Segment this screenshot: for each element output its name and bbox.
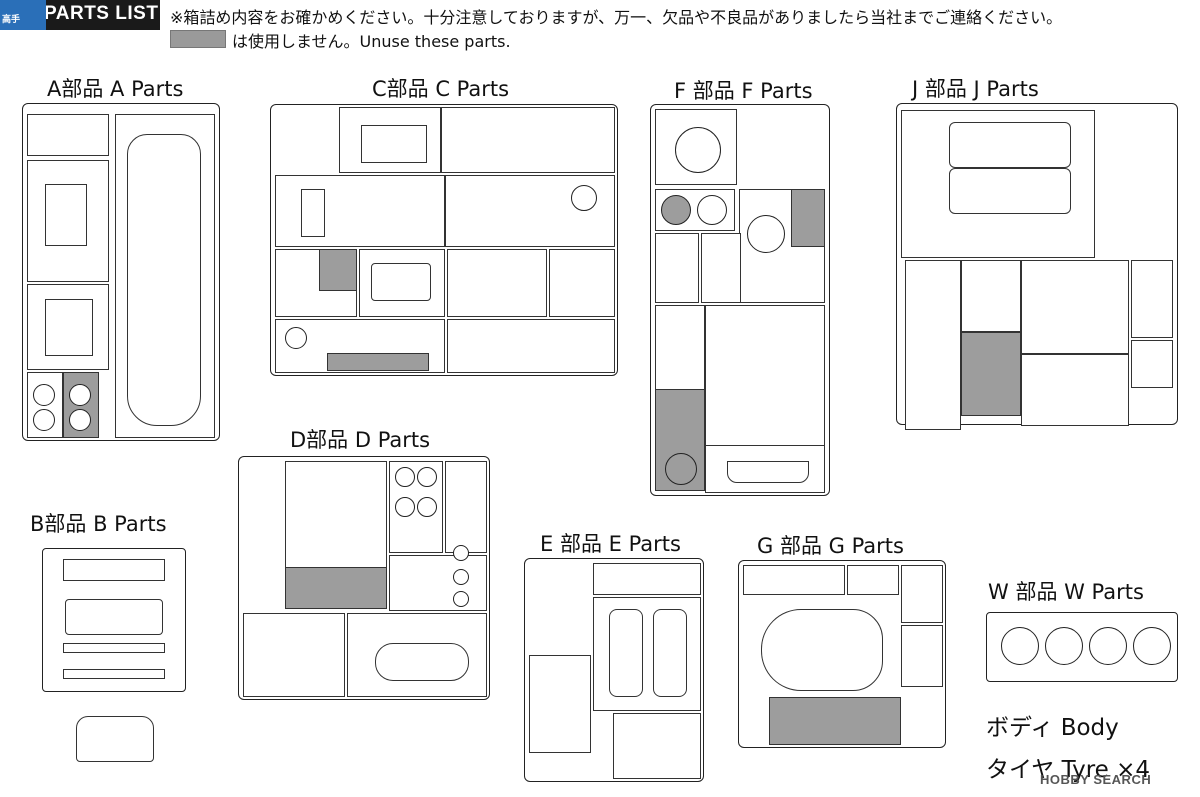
unuse-note: は使用しません。Unuse these parts. [232,32,511,51]
c-part-23 [285,327,307,349]
d-ring-2b [453,545,469,561]
c-part-5 [301,189,325,237]
c-cell-14-unused [319,249,357,291]
f-part-1 [675,127,721,173]
sprue-a [22,103,220,441]
j-cell-43 [1131,340,1173,388]
parts-list-title: PARTS LIST [44,3,159,24]
sprue-b [42,548,186,692]
b-part-1 [65,599,163,635]
section-title-g: G 部品 G Parts [757,534,904,558]
d-ring-4b [453,591,469,607]
c-cell-28-unused [327,353,429,371]
section-title-w: W 部品 W Parts [988,580,1144,604]
f-cell-4 [655,233,699,303]
g-cell-5-14-unused [769,697,901,745]
b-part-5 [63,669,165,679]
f-part-unused-round [665,453,697,485]
d-part-12 [375,643,469,681]
c-part-1 [361,125,427,163]
f-cell-unused-1 [791,189,825,247]
sprue-f [650,104,830,496]
a-ring-4b [33,409,55,431]
sprue-j [896,103,1178,430]
sprue-c [270,104,618,376]
section-title-e: E 部品 E Parts [540,532,681,556]
j-part-2 [949,168,1071,214]
d-ring-2 [417,467,437,487]
w-tyre-2 [1045,627,1083,665]
w-tyre-1 [1001,627,1039,665]
sprue-e [524,558,704,782]
sprue-w [986,612,1178,682]
c-cell-20-21 [549,249,615,317]
f-cell-12-20 [705,305,825,447]
j-cell-42 [1131,260,1173,338]
a-chassis-part [127,134,201,426]
a-cell-6-7 [27,114,109,156]
section-title-b: B部品 B Parts [30,512,167,536]
d-ring-4 [417,497,437,517]
a-ring-5a [69,384,91,406]
d-cell-1 [445,461,487,553]
notice-text: ※箱詰め内容をお確かめください。十分注意しておりますが、万一、欠品や不良品があり… [170,8,1063,27]
b-part-3 [76,716,154,762]
section-title-d: D部品 D Parts [290,428,431,452]
f-part-2-unused [661,195,691,225]
w-tyre-4 [1133,627,1171,665]
f-steering-wheel [747,215,785,253]
f-part-3 [697,195,727,225]
section-title-j: J 部品 J Parts [912,77,1039,101]
d-ring-3 [395,497,415,517]
c-cell-19 [447,249,547,317]
tyre-label: タイヤ Tyre ×4 [986,757,1151,783]
g-cell-3 [743,565,845,595]
a-ring-4a [33,384,55,406]
a-part-3 [45,299,93,356]
j-cell-36-38 [1021,354,1129,426]
g-cell-19-20 [901,565,943,623]
b-part-2 [63,559,165,581]
e-seat-right [653,609,687,697]
unused-swatch [170,30,226,48]
watermark: HOBBY SEARCH [1040,772,1152,787]
j-cell-24-28-unused [961,332,1021,416]
g-part-1-2 [761,609,883,691]
body-label: ボディ Body [986,715,1119,741]
g-cell-4 [847,565,899,595]
section-title-a: A部品 A Parts [47,77,184,101]
e-seat-left [609,609,643,697]
c-cell-2-4 [441,107,615,173]
site-logo: 高手 [0,0,46,30]
j-cell-21-26 [961,260,1021,332]
e-cell-9 [529,655,591,753]
a-ring-5b [69,409,91,431]
sprue-g [738,560,946,748]
section-title-f: F 部品 F Parts [674,79,813,103]
d-cell-31-33-unused [285,567,387,609]
w-tyre-3 [1089,627,1127,665]
c-cell-31-33 [447,319,615,373]
d-ring-3b [453,569,469,585]
f-part-21 [727,461,809,483]
c-part-12 [571,185,597,211]
sprue-d [238,456,490,700]
a-part-2 [45,184,87,246]
section-title-c: C部品 C Parts [372,77,510,101]
d-cell-21-24 [243,613,345,697]
j-cell-31-41 [1021,260,1129,354]
j-cell-13-18 [905,260,961,430]
b-part-4 [63,643,165,653]
e-cell-6-8 [613,713,701,779]
d-cell-2-8 [389,555,487,611]
c-part-18 [371,263,431,301]
e-cell-1-4 [593,563,701,595]
j-part-1 [949,122,1071,168]
g-cell-18-21 [901,625,943,687]
d-ring-1 [395,467,415,487]
f-cell-6-7 [701,233,741,303]
